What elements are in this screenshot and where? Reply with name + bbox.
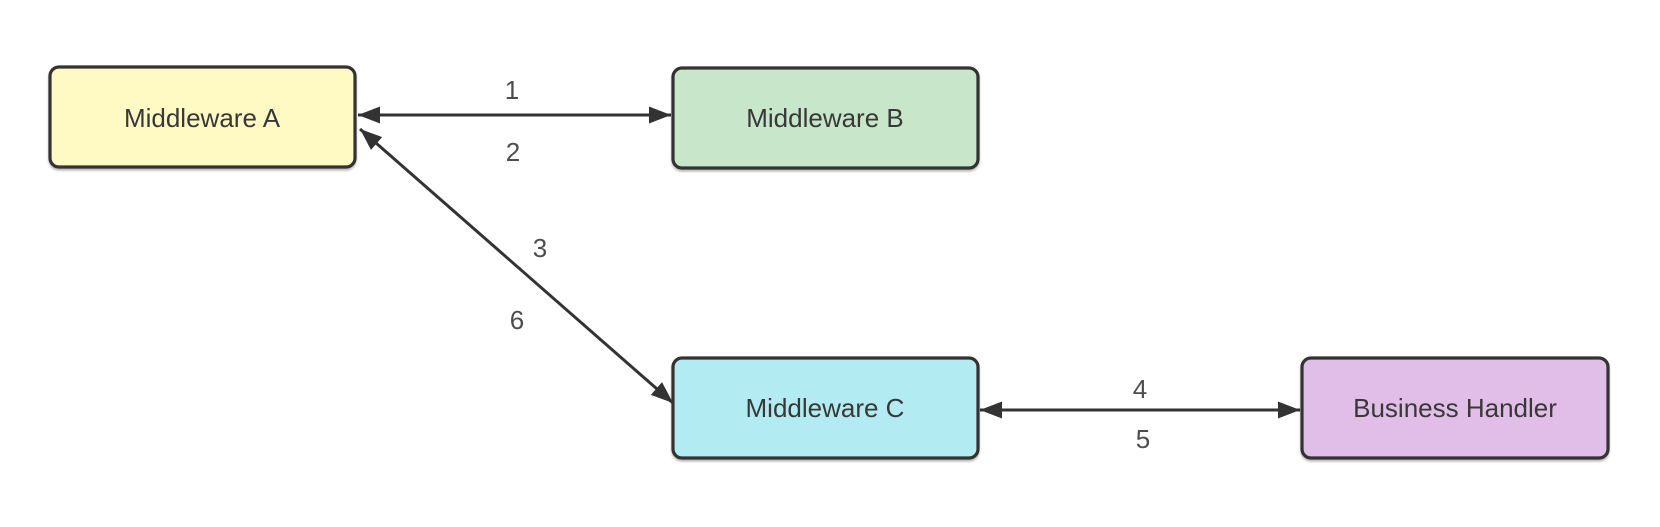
node-middleware-c-box — [671, 356, 980, 460]
edge-label-2: 2 — [506, 137, 520, 167]
node-middleware-a-box — [48, 65, 357, 169]
node-middleware-c: Middleware C — [671, 356, 980, 460]
node-business-handler: Business Handler — [1300, 356, 1610, 460]
edge-middleware-a-middleware-b: 1 2 — [358, 75, 671, 167]
node-business-handler-label: Business Handler — [1353, 393, 1557, 423]
edge-label-6: 6 — [510, 305, 524, 335]
edge-middleware-a-middleware-c: 3 6 — [359, 127, 674, 405]
edge-line-a-c — [359, 127, 674, 405]
node-middleware-b-box — [671, 66, 980, 170]
node-middleware-b: Middleware B — [671, 66, 980, 170]
edge-label-4: 4 — [1133, 374, 1147, 404]
edge-label-1: 1 — [505, 75, 519, 105]
node-middleware-a: Middleware A — [48, 65, 357, 169]
node-middleware-c-label: Middleware C — [746, 393, 905, 423]
edge-middleware-c-business-handler: 4 5 — [980, 374, 1300, 454]
node-middleware-a-label: Middleware A — [124, 103, 281, 133]
edge-label-5: 5 — [1136, 424, 1150, 454]
node-business-handler-box — [1300, 356, 1610, 460]
node-middleware-b-label: Middleware B — [746, 103, 904, 133]
edge-label-3: 3 — [533, 233, 547, 263]
